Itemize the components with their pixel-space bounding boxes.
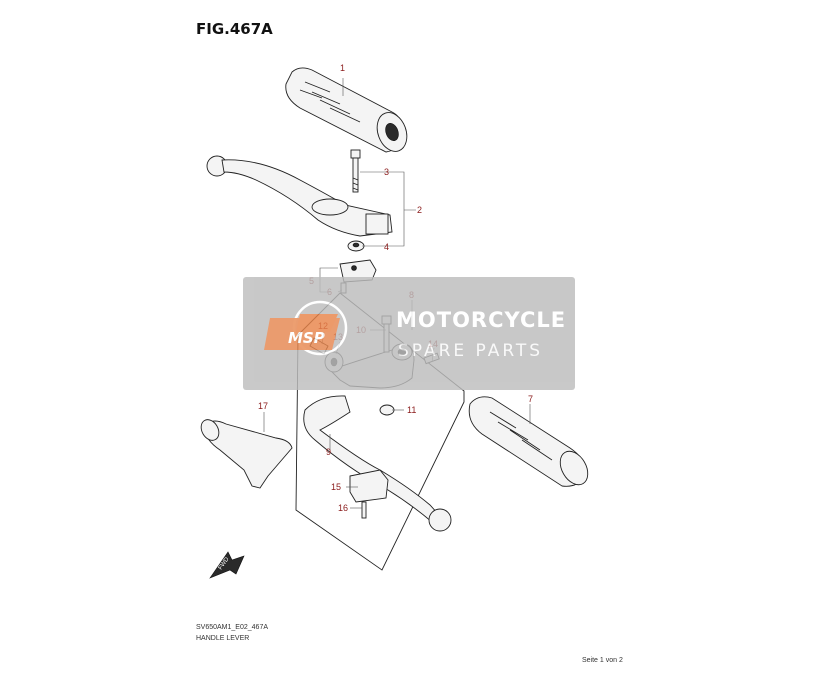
fwd-arrow-icon: FWD [209, 551, 245, 579]
part-9-clutch-lever[interactable] [303, 395, 452, 532]
part-15-switch[interactable] [349, 469, 389, 503]
callout-4: 4 [384, 242, 389, 252]
callout-7: 7 [528, 394, 533, 404]
part-3-pivot-bolt[interactable] [350, 149, 361, 193]
watermark-sub-text: SPARE PARTS [398, 341, 543, 361]
callout-17: 17 [258, 401, 268, 411]
part-11-nut[interactable] [379, 404, 395, 416]
watermark-logo-text: MSP [288, 329, 325, 347]
figure-caption: HANDLE LEVER [196, 635, 250, 642]
figure-title: FIG.467A [196, 20, 273, 38]
callout-11: 11 [407, 405, 416, 415]
watermark-logo: MSP [264, 300, 348, 356]
page-info: Seite 1 von 2 [582, 657, 623, 664]
callout-15: 15 [331, 482, 341, 492]
callout-3: 3 [384, 167, 389, 177]
part-4-nut[interactable] [347, 240, 365, 252]
callout-9: 9 [326, 447, 331, 457]
watermark-main-text: MOTORCYCLE [396, 308, 566, 332]
callout-2: 2 [417, 205, 422, 215]
watermark: MSP MOTORCYCLE SPARE PARTS [243, 277, 575, 390]
part-2-brake-lever[interactable] [206, 155, 393, 237]
callout-1: 1 [340, 63, 345, 73]
part-16-screw[interactable] [361, 501, 367, 519]
part-1-throttle-grip[interactable] [285, 67, 412, 156]
callout-16: 16 [338, 503, 348, 513]
figure-code: SV650AM1_E02_467A [196, 624, 268, 631]
part-17-cable-holder[interactable] [198, 416, 293, 489]
part-7-left-grip[interactable] [468, 396, 593, 490]
